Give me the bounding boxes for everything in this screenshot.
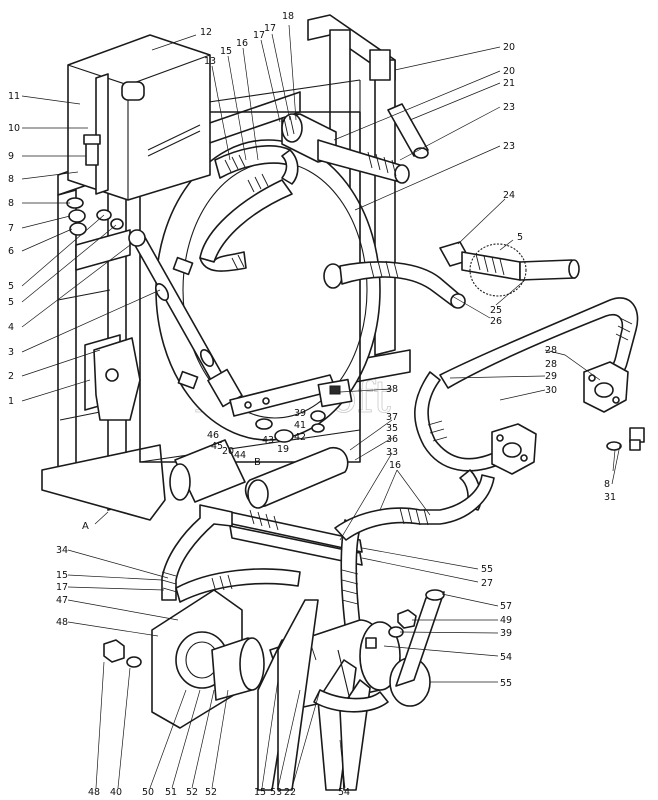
- callout-26: 24: [503, 190, 515, 201]
- callout-57: 55: [481, 564, 493, 575]
- callout-2: 2: [8, 371, 14, 382]
- callout-1: 1: [8, 396, 14, 407]
- lower-left-pipe: [161, 504, 301, 603]
- mount-bracket: [93, 337, 141, 421]
- callout-51: 52: [186, 787, 198, 798]
- callout-39-mid: 39: [294, 408, 306, 419]
- callout-6: 5: [8, 281, 14, 292]
- callout-8: 7: [8, 223, 14, 234]
- callout-33: 31: [604, 492, 616, 503]
- callout-13: 11: [8, 91, 20, 102]
- callout-34-mid: 33: [386, 447, 398, 458]
- flange-32: [491, 423, 537, 475]
- callout-21: 20: [503, 42, 515, 53]
- callout-38: 38: [386, 384, 398, 395]
- flange-30: [583, 361, 629, 413]
- callout-17-mid: 16: [389, 460, 401, 471]
- nut-washer-left: [103, 639, 142, 668]
- callout-18: 17: [253, 30, 265, 41]
- callout-20-top: 18: [282, 11, 294, 22]
- callout-20-mid: 19: [277, 444, 289, 455]
- callout-28-mid: 26: [490, 316, 502, 327]
- callout-34-left: 34: [56, 545, 68, 556]
- filter-cylinders: [169, 378, 353, 509]
- callout-53: 53: [270, 787, 282, 798]
- callout-55: 54: [500, 652, 512, 663]
- tank-bolt: [83, 134, 101, 166]
- tie-rod: [128, 229, 243, 408]
- callout-48-right: 49: [500, 615, 512, 626]
- callout-14: 12: [200, 27, 212, 38]
- drain-hose: [439, 241, 580, 297]
- upper-hose: [199, 145, 299, 272]
- heater-assembly: [151, 589, 431, 791]
- callout-23-bottom: 22: [284, 787, 296, 798]
- callout-15-top: 13: [204, 56, 216, 67]
- upper-outlet-pipe: [281, 103, 429, 184]
- callout-41: 42: [294, 432, 306, 443]
- small-fittings: [255, 410, 326, 443]
- callout-9: 8: [8, 198, 14, 209]
- shroud-bolts: [172, 256, 199, 390]
- callout-58: 57: [500, 601, 512, 612]
- callout-27: 25: [490, 305, 502, 316]
- callout-16-top: 15: [220, 46, 232, 57]
- callout-25: 23: [503, 141, 515, 152]
- callout-47: 48: [56, 617, 68, 628]
- callout-39-bottom: 40: [110, 787, 122, 798]
- callout-5: 5: [8, 297, 14, 308]
- expansion-tank: [67, 34, 211, 201]
- callout-48-bottom: 48: [88, 787, 100, 798]
- leader-lines: [21, 24, 621, 789]
- callout-20-low: 20: [222, 446, 234, 457]
- callout-42: 43: [262, 435, 274, 446]
- callout-10: 8: [8, 174, 14, 185]
- middle-hose: [323, 260, 466, 309]
- callout-32: 30: [545, 385, 557, 396]
- callout-3: 3: [8, 347, 14, 358]
- callout-29: 28: [545, 345, 557, 356]
- callout-39-right: 39: [500, 628, 512, 639]
- pipe-58: [395, 589, 445, 687]
- callout-43: 44: [234, 450, 246, 461]
- view-letter-b: B: [254, 457, 261, 468]
- callout-52: 52: [205, 787, 217, 798]
- callout-31: 29: [545, 371, 557, 382]
- callout-16-left: 15: [56, 570, 68, 581]
- callout-17-left: 17: [56, 582, 68, 593]
- callout-11: 9: [8, 151, 14, 162]
- callout-55-low: 55: [500, 678, 512, 689]
- callout-7: 6: [8, 246, 14, 257]
- callout-12: 10: [8, 123, 20, 134]
- view-letter-a: A: [82, 521, 89, 532]
- callout-35: 35: [386, 423, 398, 434]
- callout-17-top: 16: [236, 38, 248, 49]
- callout-44: 45: [211, 441, 223, 452]
- callout-49: 50: [142, 787, 154, 798]
- callout-15-bottom: 15: [254, 787, 266, 798]
- callout-5-detail: 5: [517, 232, 523, 243]
- callout-45: 46: [207, 430, 219, 441]
- lower-parallel-hoses: [229, 474, 495, 626]
- bolt-33: [606, 427, 645, 451]
- callout-22: 20: [503, 66, 515, 77]
- nut-washer-right: [388, 609, 417, 638]
- callout-4: 4: [8, 322, 14, 333]
- callout-40: 41: [294, 420, 306, 431]
- callout-24: 23: [503, 102, 515, 113]
- callout-30: 28: [545, 359, 557, 370]
- callout-36: 36: [386, 434, 398, 445]
- callout-23-top: 21: [503, 78, 515, 89]
- callout-19: 17: [264, 23, 276, 34]
- callout-8-right: 8: [604, 479, 610, 490]
- callout-28-low: 27: [481, 578, 493, 589]
- callout-50: 51: [165, 787, 177, 798]
- callout-37: 37: [386, 412, 398, 423]
- callout-54: 54: [338, 787, 350, 798]
- callout-46: 47: [56, 595, 68, 606]
